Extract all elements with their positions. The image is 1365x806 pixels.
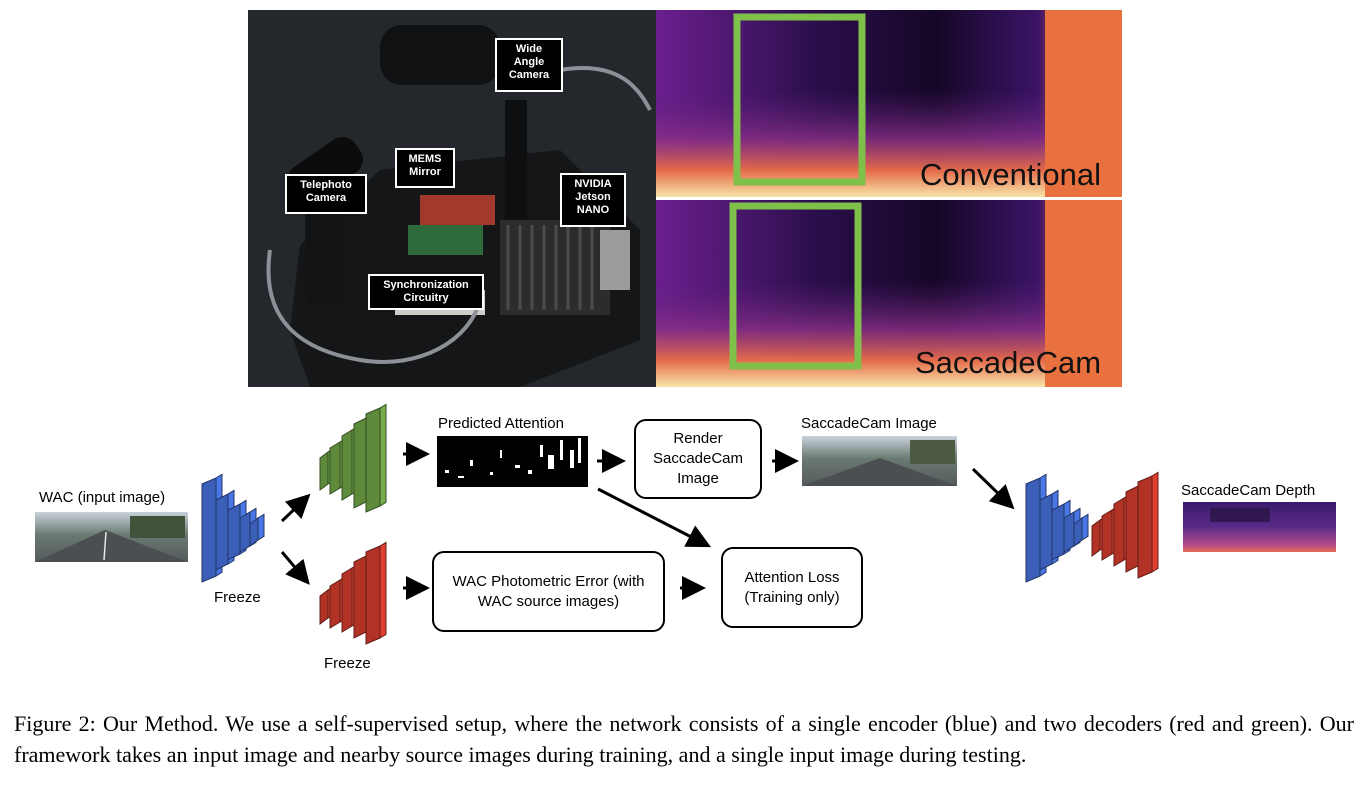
- arrow-encoder-to-green: [280, 493, 311, 523]
- wac-input-label: WAC (input image): [39, 489, 166, 506]
- arrows: [280, 442, 1015, 600]
- render-saccadecam-text: Render SaccadeCam Image: [652, 430, 744, 487]
- saccadecam-label: SaccadeCam: [915, 345, 1102, 380]
- depth-panel-saccadecam: [656, 200, 1122, 387]
- decoder-red: [319, 541, 387, 645]
- saccadecam-depth-image: [1183, 502, 1336, 552]
- highlight-box-saccadecam: [729, 202, 862, 370]
- attention-loss-box: Attention Loss (Training only): [721, 547, 863, 628]
- saccadecam-image-label: SaccadeCam Image: [801, 415, 937, 432]
- arrow-saccadecam-to-network: [971, 467, 1015, 510]
- callout-nvidia-jetson-nano: NVIDIA Jetson NANO: [560, 173, 626, 227]
- final-encoder-decoder: [1025, 471, 1159, 583]
- saccadecam-image: [802, 436, 957, 486]
- predicted-attention-image: [437, 436, 588, 487]
- decoder-green: [319, 403, 387, 513]
- freeze-encoder-label: Freeze: [214, 589, 261, 606]
- final-encoder-layer: [1073, 513, 1089, 547]
- callout-wide-angle-camera: Wide Angle Camera: [495, 38, 563, 92]
- predicted-attention-label: Predicted Attention: [438, 415, 564, 432]
- final-decoder-layer: [1137, 471, 1159, 579]
- method-figure: Wide Angle Camera MEMS Mirror Telephoto …: [35, 10, 1336, 672]
- freeze-decoder-label: Freeze: [324, 655, 371, 672]
- wac-photometric-error-box: WAC Photometric Error (with WAC source i…: [432, 551, 665, 632]
- callout-synchronization-circuitry: Synchronization Circuitry: [368, 274, 484, 310]
- wac-photometric-error-text: WAC Photometric Error (with WAC source i…: [452, 572, 645, 610]
- render-saccadecam-box: Render SaccadeCam Image: [634, 419, 762, 499]
- highlight-box-conventional: [733, 13, 866, 186]
- green-decoder-layer: [365, 403, 387, 513]
- callout-mems-mirror: MEMS Mirror: [395, 148, 455, 188]
- encoder-layer: [249, 513, 265, 547]
- attention-loss-text: Attention Loss (Training only): [744, 568, 840, 606]
- wac-input-image: [35, 512, 188, 562]
- saccadecam-depth-label: SaccadeCam Depth: [1181, 482, 1316, 499]
- arrow-encoder-to-red: [280, 551, 310, 585]
- encoder-blue: [201, 473, 265, 583]
- figure-canvas: [35, 10, 1336, 645]
- arrow-attention-to-loss: [597, 487, 712, 548]
- callout-telephoto-camera: Telephoto Camera: [285, 174, 367, 214]
- depth-panel-conventional: [656, 10, 1122, 197]
- red-decoder-layer: [365, 541, 387, 645]
- figure-caption: Figure 2: Our Method. We use a self-supe…: [14, 711, 1354, 767]
- conventional-label: Conventional: [920, 157, 1101, 192]
